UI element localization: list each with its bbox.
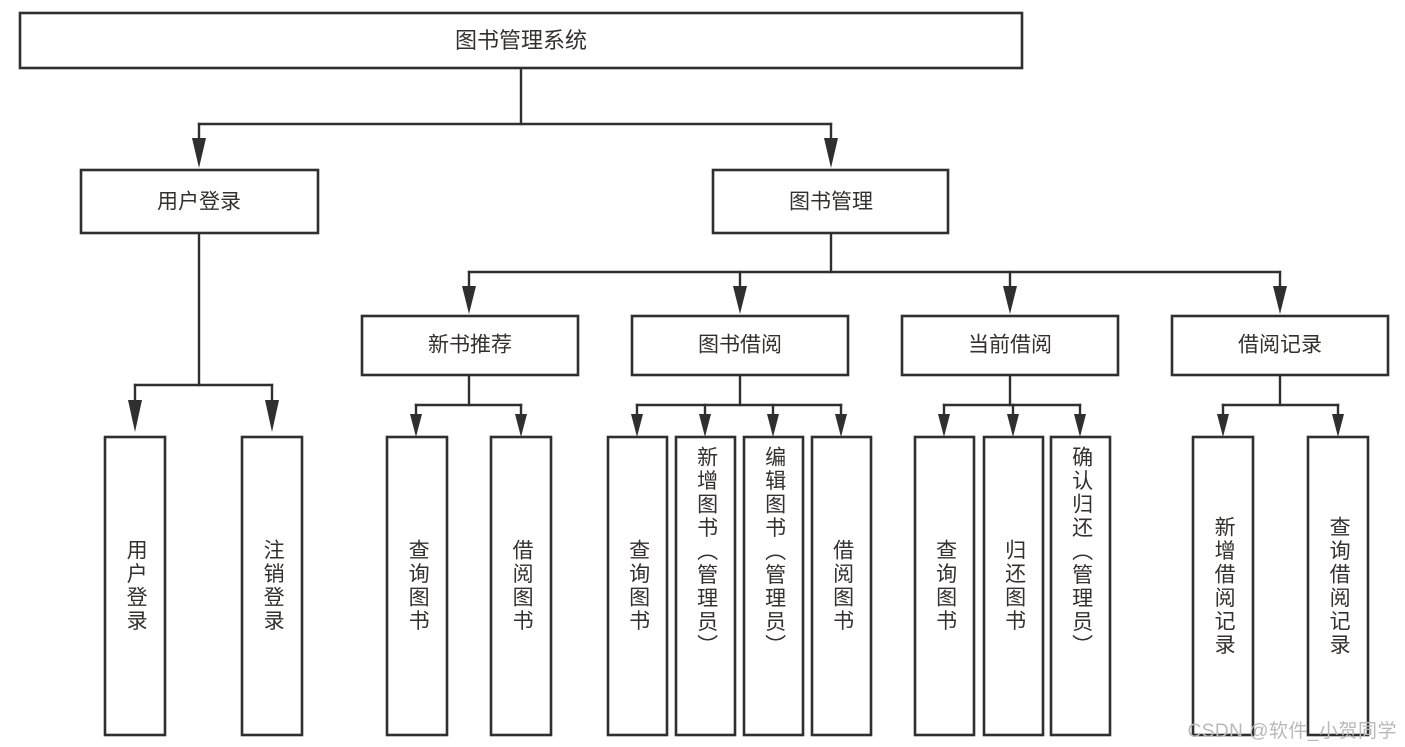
node-current-borrow-box[interactable] [900,314,1120,377]
arrow-head-leaf-query-record [1332,414,1344,437]
node-book-borrow[interactable]: 图书借阅 [630,314,850,377]
node-book-borrow-box[interactable] [630,314,850,377]
node-leaf-user-login-box[interactable] [103,435,167,737]
node-leaf-return-book-box[interactable] [982,435,1045,737]
arrow-head-user-login [192,138,206,168]
watermark: CSDN @软件_小贺同学 [1187,721,1397,742]
node-leaf-user-logout-box[interactable] [240,435,304,737]
node-user-login[interactable]: 用户登录 [79,168,320,235]
arrow-head-leaf-user-logout [265,400,279,432]
arrow-head-leaf-edit-book [767,414,779,437]
node-root-label: 图书管理系统 [455,28,587,53]
node-book-manage[interactable]: 图书管理 [711,168,950,235]
node-new-book-recommend[interactable]: 新书推荐 [360,314,580,377]
arrow-head-new-book-recommend [462,286,476,314]
connector-group-new-book-recommend [410,373,527,437]
arrow-head-borrow-record [1273,286,1287,314]
arrow-head-book-manage [824,138,838,168]
node-user-login-box[interactable] [79,168,320,235]
node-borrow-record-label: 借阅记录 [1238,334,1322,357]
arrow-head-leaf-confirm-return [1074,414,1086,437]
leaf-boxes [103,435,1370,737]
node-leaf-edit-book-box[interactable] [742,435,805,737]
node-current-borrow-label: 当前借阅 [968,334,1052,357]
node-leaf-query-book-2-box[interactable] [606,435,669,737]
connector-group-borrow-record [1217,373,1344,437]
node-leaf-add-book-box[interactable] [674,435,737,737]
node-borrow-record-box[interactable] [1170,314,1390,377]
node-user-login-label: 用户登录 [157,191,241,214]
node-book-borrow-label: 图书借阅 [698,334,782,357]
node-leaf-confirm-return-box[interactable] [1049,435,1112,737]
arrow-head-book-borrow [733,286,747,314]
arrow-head-leaf-add-record [1217,414,1229,437]
node-new-book-recommend-box[interactable] [360,314,580,377]
node-root-box[interactable] [18,11,1024,70]
arrow-head-leaf-borrow-book-1 [515,414,527,437]
connector-group-book-borrow [631,373,847,437]
node-root[interactable]: 图书管理系统 [18,11,1024,70]
connector-group-current-borrow [938,373,1086,437]
arrow-head-leaf-user-login [128,400,142,432]
node-borrow-record[interactable]: 借阅记录 [1170,314,1390,377]
node-leaf-query-book-3-box[interactable] [913,435,976,737]
node-new-book-recommend-label: 新书推荐 [428,334,512,357]
connector-group-book-manage [462,232,1287,314]
node-book-manage-label: 图书管理 [789,191,873,214]
connector-group-user-login [128,232,279,432]
arrow-head-leaf-borrow-book-2 [835,414,847,437]
connector-group-root [192,67,838,168]
node-leaf-borrow-book-2-box[interactable] [810,435,873,737]
node-leaf-query-record-box[interactable] [1306,435,1370,737]
arrow-head-leaf-return-book [1007,414,1019,437]
node-book-manage-box[interactable] [711,168,950,235]
node-leaf-query-book-1-box[interactable] [385,435,449,737]
arrow-head-leaf-add-book [699,414,711,437]
node-leaf-add-record-box[interactable] [1191,435,1255,737]
node-leaf-borrow-book-1-box[interactable] [489,435,553,737]
arrow-head-leaf-query-book-3 [938,414,950,437]
arrow-head-leaf-query-book-1 [410,414,422,437]
node-current-borrow[interactable]: 当前借阅 [900,314,1120,377]
arrow-head-current-borrow [1003,286,1017,314]
arrow-head-leaf-query-book-2 [631,414,643,437]
